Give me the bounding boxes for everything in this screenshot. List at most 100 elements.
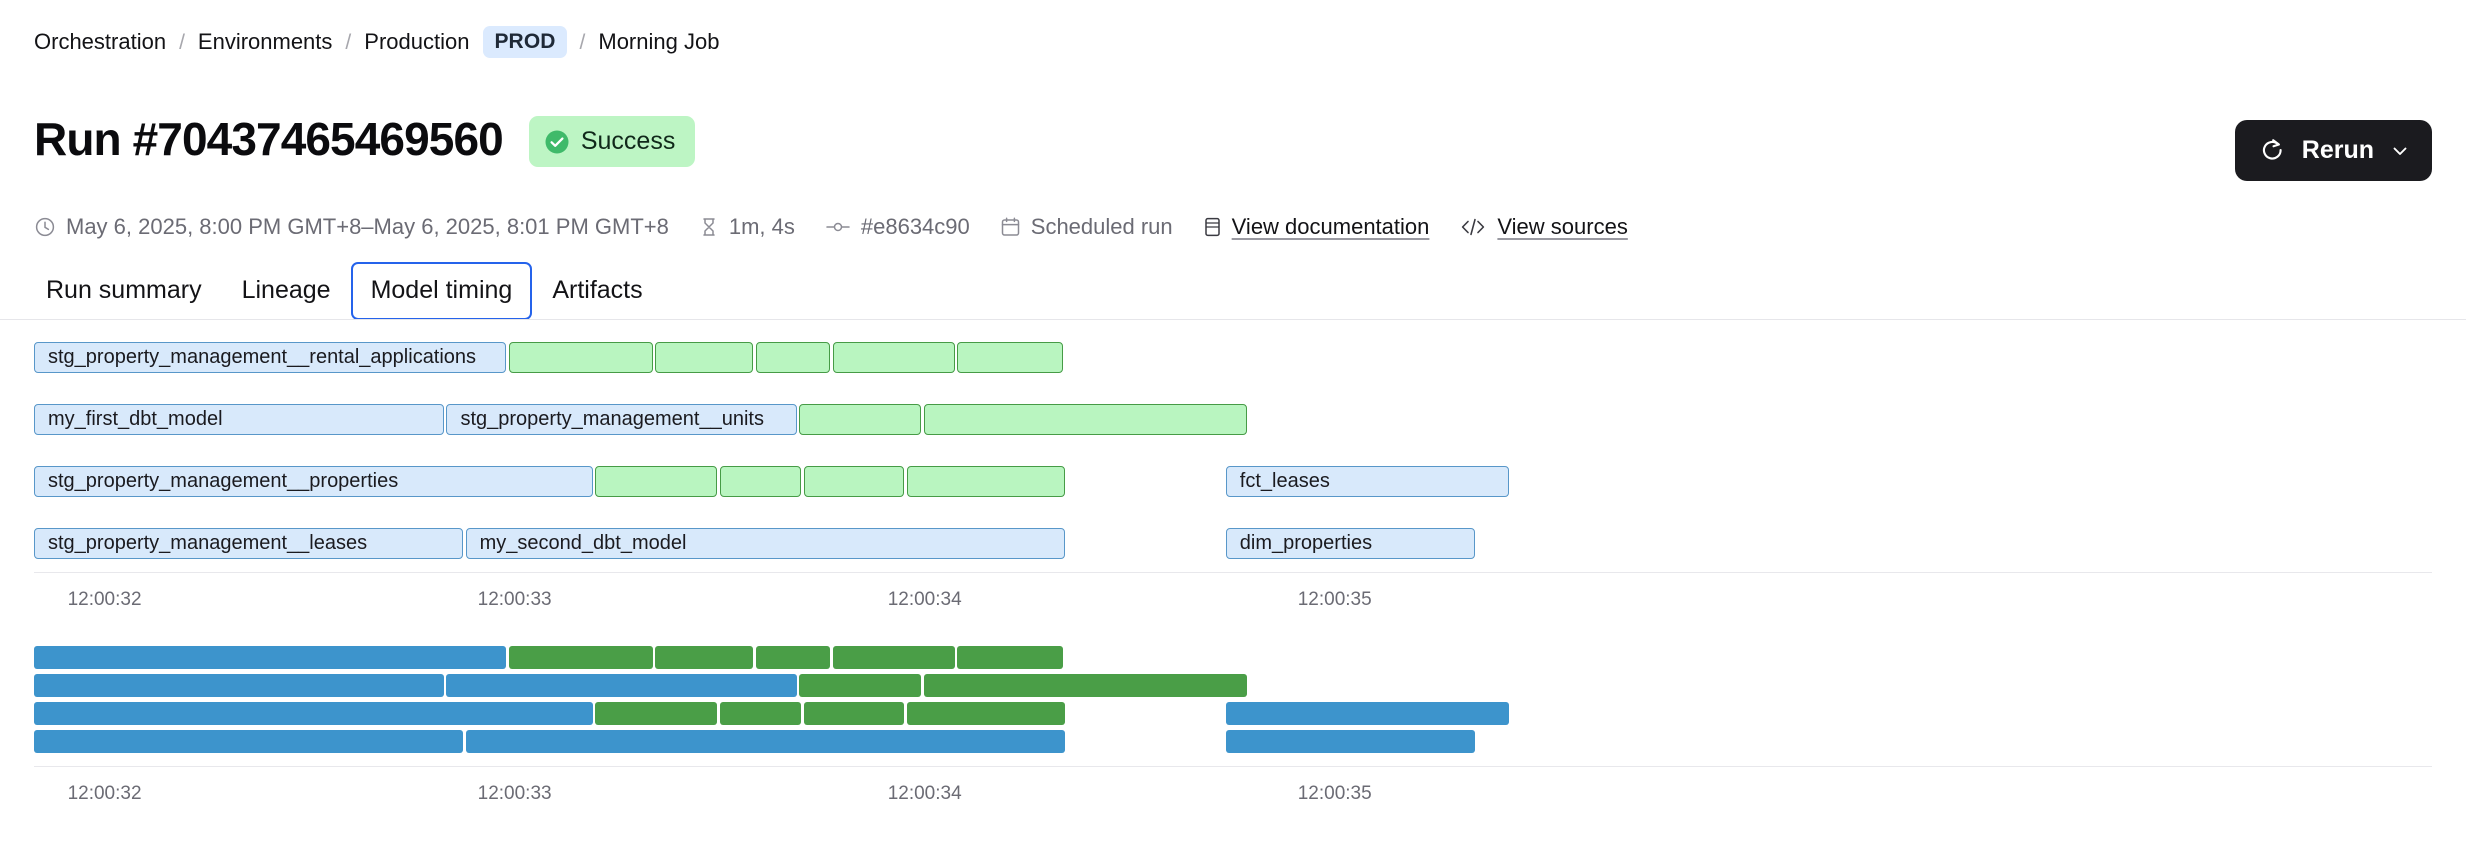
timeline-bar-test[interactable] xyxy=(957,341,1063,373)
meta-commit-label: #e8634c90 xyxy=(860,213,970,239)
timeline-bar-test[interactable] xyxy=(923,673,1248,697)
breadcrumb-item-environments[interactable]: Environments xyxy=(197,29,333,54)
timeline-bar-model[interactable] xyxy=(446,673,797,697)
view-documentation-link[interactable]: View documentation xyxy=(1231,213,1430,239)
timeline-bar-test[interactable] xyxy=(655,341,754,373)
timeline-bar-stg_property_management__rental_applications[interactable]: stg_property_management__rental_applicat… xyxy=(34,341,507,373)
breadcrumb-separator: / xyxy=(179,30,185,54)
commit-icon xyxy=(826,222,850,232)
timeline-bar-my_first_dbt_model[interactable]: my_first_dbt_model xyxy=(34,403,445,435)
timeline-bar-model[interactable] xyxy=(34,645,507,669)
timeline-bar-test[interactable] xyxy=(508,341,653,373)
breadcrumb-item-production[interactable]: Production xyxy=(364,29,470,54)
timeline-bar-test[interactable] xyxy=(923,403,1248,435)
timeline-bar-test[interactable] xyxy=(798,403,922,435)
timeline-bar-my_second_dbt_model[interactable]: my_second_dbt_model xyxy=(465,527,1066,559)
timeline-bar-label: my_second_dbt_model xyxy=(479,533,687,554)
timeline-bar-test[interactable] xyxy=(719,701,802,725)
meta-timerange: May 6, 2025, 8:00 PM GMT+8–May 6, 2025, … xyxy=(34,214,669,240)
book-icon xyxy=(1204,217,1220,237)
timeline-row: stg_property_management__rental_applicat… xyxy=(34,341,2432,373)
timeline-bar-model[interactable] xyxy=(465,729,1066,753)
axis-tick-label: 12:00:33 xyxy=(477,782,552,804)
timeline-bar-test[interactable] xyxy=(832,341,955,373)
timeline-bar-test[interactable] xyxy=(803,701,905,725)
timeline-row xyxy=(34,701,2432,725)
rerun-button[interactable]: Rerun xyxy=(2234,120,2432,181)
timeline-row xyxy=(34,645,2432,669)
breadcrumb-separator: / xyxy=(579,30,586,54)
timeline-bar-model[interactable] xyxy=(34,673,445,697)
timeline-bar-test[interactable] xyxy=(755,645,831,669)
timeline-bar-label: stg_property_management__rental_applicat… xyxy=(48,347,477,368)
axis-tick-label: 12:00:34 xyxy=(887,588,962,610)
timeline-bar-model[interactable] xyxy=(1225,701,1509,725)
timeline-bar-stg_property_management__units[interactable]: stg_property_management__units xyxy=(446,403,797,435)
tab-artifacts[interactable]: Artifacts xyxy=(552,275,643,304)
timeline-bar-test[interactable] xyxy=(719,465,802,497)
axis-tick-label: 12:00:35 xyxy=(1297,588,1372,610)
chevron-down-icon[interactable] xyxy=(2390,141,2410,161)
meta-timerange-label: May 6, 2025, 8:00 PM GMT+8–May 6, 2025, … xyxy=(66,213,669,239)
tab-bar-underline xyxy=(0,318,2466,320)
timeline-row: stg_property_management__leases my_second… xyxy=(34,527,2432,559)
axis-tick-label: 12:00:33 xyxy=(477,588,552,610)
timeline-bar-fct_leases[interactable]: fct_leases xyxy=(1225,465,1509,497)
timeline-bar-model[interactable] xyxy=(1225,729,1476,753)
meta-documentation[interactable]: View documentation xyxy=(1203,213,1430,240)
check-circle-icon xyxy=(545,130,569,154)
timeline-bar-test[interactable] xyxy=(595,465,718,497)
timeline-bar-test[interactable] xyxy=(832,645,955,669)
breadcrumb-chip-prod[interactable]: PROD xyxy=(483,26,567,58)
clock-icon xyxy=(35,217,55,237)
timeline-bar-test[interactable] xyxy=(906,701,1066,725)
timeline-bar-stg_property_management__properties[interactable]: stg_property_management__properties xyxy=(34,465,593,497)
calendar-icon xyxy=(1001,217,1020,236)
tab-run-summary[interactable]: Run summary xyxy=(46,275,202,304)
breadcrumb-item-morning-job[interactable]: Morning Job xyxy=(598,29,720,54)
timeline-row: my_first_dbt_model stg_property_managemen… xyxy=(34,403,2432,435)
timeline-row xyxy=(34,729,2432,753)
tab-lineage[interactable]: Lineage xyxy=(241,275,331,304)
meta-duration: 1m, 4s xyxy=(699,214,795,240)
timeline-bar-test[interactable] xyxy=(508,645,653,669)
breadcrumb-separator: / xyxy=(345,30,352,54)
timeline-bar-label: stg_property_management__properties xyxy=(48,471,399,492)
timeline-outlined-rows: stg_property_management__rental_applicat… xyxy=(34,341,2432,559)
meta-row: May 6, 2025, 8:00 PM GMT+8–May 6, 2025, … xyxy=(0,194,2466,240)
meta-trigger-label: Scheduled run xyxy=(1030,213,1173,239)
timeline-solid-rows xyxy=(34,645,2432,753)
timeline-bar-test[interactable] xyxy=(803,465,905,497)
timeline-outlined: stg_property_management__rental_applicat… xyxy=(34,341,2432,616)
timeline-bar-test[interactable] xyxy=(595,701,718,725)
tab-model-timing[interactable]: Model timing xyxy=(350,261,533,320)
timeline-bar-test[interactable] xyxy=(755,341,831,373)
timeline-bar-model[interactable] xyxy=(34,701,593,725)
timeline-spacer xyxy=(0,616,2466,646)
timeline-bar-model[interactable] xyxy=(34,729,464,753)
tab-bar: Run summary Lineage Model timing Artifacts xyxy=(0,240,2466,320)
code-icon xyxy=(1462,218,1485,236)
timeline-bar-dim_properties[interactable]: dim_properties xyxy=(1225,527,1476,559)
timeline-bar-test[interactable] xyxy=(655,645,754,669)
timeline-bar-label: stg_property_management__units xyxy=(460,409,764,430)
timeline-bar-test[interactable] xyxy=(906,465,1066,497)
model-timing-chart: stg_property_management__rental_applicat… xyxy=(0,341,2466,810)
timeline-bar-test[interactable] xyxy=(798,673,922,697)
hourglass-icon xyxy=(703,218,715,236)
timeline-bar-test[interactable] xyxy=(957,645,1063,669)
view-sources-link[interactable]: View sources xyxy=(1497,213,1628,239)
meta-sources[interactable]: View sources xyxy=(1459,213,1628,240)
axis-tick-label: 12:00:35 xyxy=(1297,782,1372,804)
breadcrumb-item-orchestration[interactable]: Orchestration xyxy=(34,29,167,54)
timeline-bar-label: stg_property_management__leases xyxy=(48,533,368,554)
timeline-bar-label: dim_properties xyxy=(1239,533,1373,554)
axis-tick-label: 12:00:32 xyxy=(67,782,142,804)
timeline-bar-label: fct_leases xyxy=(1239,471,1330,492)
refresh-icon xyxy=(2262,139,2282,160)
timeline-row: stg_property_management__properties fct_l… xyxy=(34,465,2432,497)
meta-trigger: Scheduled run xyxy=(1000,214,1173,240)
timeline-bar-stg_property_management__leases[interactable]: stg_property_management__leases xyxy=(34,527,464,559)
